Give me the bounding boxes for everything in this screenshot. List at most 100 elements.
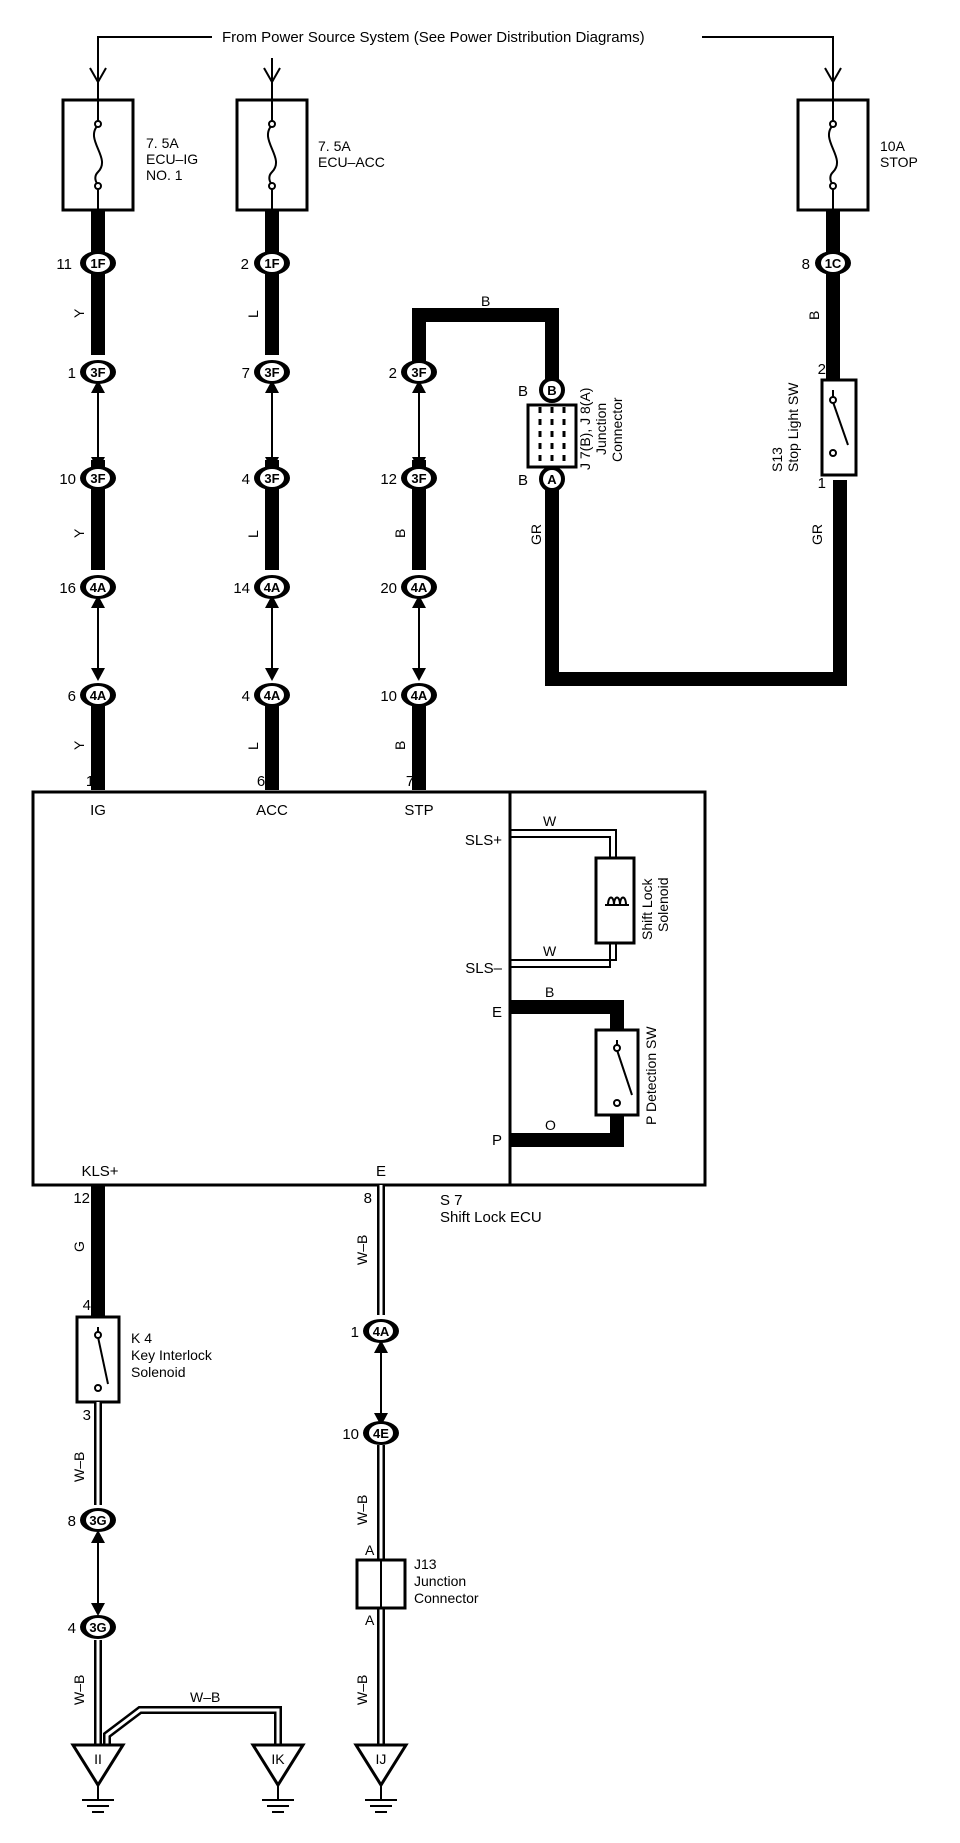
wire-wb-ground-middle: 8 W–B W–B W–B xyxy=(354,1185,388,1745)
stop-light-switch: 2 1 S13 Stop Light SW xyxy=(769,361,858,492)
wire-kls: 12 G xyxy=(71,1185,105,1317)
svg-text:4: 4 xyxy=(242,471,250,488)
connector-4a-ig: 4A 16 xyxy=(59,575,116,599)
svg-text:4: 4 xyxy=(68,1620,76,1637)
svg-text:IK: IK xyxy=(271,1751,285,1767)
connector-4a-stp: 4A 20 xyxy=(380,575,437,599)
connector-arrows xyxy=(91,380,426,681)
svg-text:W–B: W–B xyxy=(71,1452,87,1482)
svg-text:Solenoid: Solenoid xyxy=(655,878,671,933)
connector-1f-acc: 1F 2 xyxy=(241,251,290,275)
svg-text:Junction: Junction xyxy=(414,1573,466,1589)
svg-text:8: 8 xyxy=(364,1190,372,1207)
connector-4a-e: 4A 1 xyxy=(351,1319,399,1343)
connector-3f-stp: 3F 2 xyxy=(389,360,437,384)
svg-text:II: II xyxy=(94,1751,102,1767)
ground-ij: IJ xyxy=(353,1743,409,1813)
svg-text:W: W xyxy=(543,813,557,829)
svg-text:4A: 4A xyxy=(264,688,281,703)
svg-text:4A: 4A xyxy=(90,580,107,595)
svg-text:B: B xyxy=(545,984,554,1000)
svg-text:2: 2 xyxy=(241,256,249,273)
junction-connector-j7-j8: B B A B J 7(B), J 8(A) Junction Connecto… xyxy=(518,377,625,492)
svg-text:1: 1 xyxy=(86,773,94,790)
connector-3f-acc: 3F 7 xyxy=(242,360,290,384)
svg-text:W–B: W–B xyxy=(71,1675,87,1705)
ecu-pin-e-right: E xyxy=(492,1004,502,1021)
svg-text:L: L xyxy=(245,530,261,538)
svg-text:IJ: IJ xyxy=(376,1751,387,1767)
connector-4a-acc-2: 4A 4 xyxy=(242,683,290,707)
svg-text:1F: 1F xyxy=(264,256,279,271)
svg-text:10: 10 xyxy=(59,471,76,488)
svg-text:W–B: W–B xyxy=(190,1689,220,1705)
fuse-name: ECU–ACC xyxy=(318,154,385,170)
connector-4a-ig-2: 4A 6 xyxy=(68,683,116,707)
svg-text:4A: 4A xyxy=(373,1324,390,1339)
svg-text:O: O xyxy=(545,1117,556,1133)
ecu-pin-ig: IG xyxy=(90,802,106,819)
power-source-label: From Power Source System (See Power Dist… xyxy=(222,29,645,46)
connector-3f-stp-2: 3F 12 xyxy=(380,466,437,490)
shift-lock-ecu: 1 6 7 IG ACC STP SLS+ SLS– E P KLS+ E S … xyxy=(31,773,707,1226)
fuse-name: ECU–IG xyxy=(146,151,198,167)
fuse-rating: 10A xyxy=(880,138,906,154)
svg-text:B: B xyxy=(518,472,528,489)
fuse-ecu-acc: 7. 5A ECU–ACC xyxy=(235,98,385,212)
svg-text:4A: 4A xyxy=(411,688,428,703)
connector-3g-1: 3G 8 xyxy=(68,1508,116,1532)
ecu-name: Shift Lock ECU xyxy=(440,1209,542,1226)
connector-3f-acc-2: 3F 4 xyxy=(242,466,290,490)
svg-text:3G: 3G xyxy=(89,1513,106,1528)
svg-text:G: G xyxy=(71,1241,87,1252)
svg-text:3F: 3F xyxy=(90,365,105,380)
svg-text:W: W xyxy=(543,943,557,959)
junction-connector-j13: A A J13 Junction Connector xyxy=(355,1542,479,1628)
svg-text:L: L xyxy=(245,742,261,750)
svg-text:P Detection SW: P Detection SW xyxy=(643,1026,659,1125)
ecu-id: S 7 xyxy=(440,1192,463,1209)
svg-text:S13: S13 xyxy=(769,447,785,472)
svg-text:Y: Y xyxy=(71,740,87,750)
svg-text:3: 3 xyxy=(83,1407,91,1424)
svg-text:16: 16 xyxy=(59,580,76,597)
connector-3f-ig-2: 3F 10 xyxy=(59,466,116,490)
svg-text:4A: 4A xyxy=(90,688,107,703)
ground-ik: IK xyxy=(250,1743,306,1813)
svg-text:14: 14 xyxy=(233,580,250,597)
ecu-pin-stp: STP xyxy=(404,802,433,819)
svg-text:W–B: W–B xyxy=(354,1235,370,1265)
connector-3g-2: 3G 4 xyxy=(68,1615,116,1639)
svg-text:12: 12 xyxy=(73,1190,90,1207)
fuse-rating: 7. 5A xyxy=(146,135,179,151)
svg-text:6: 6 xyxy=(257,773,265,790)
ecu-pin-acc: ACC xyxy=(256,802,288,819)
ecu-pin-sls-plus: SLS+ xyxy=(465,832,502,849)
svg-text:7: 7 xyxy=(242,365,250,382)
svg-text:B: B xyxy=(547,383,556,398)
svg-text:1F: 1F xyxy=(90,256,105,271)
svg-text:3F: 3F xyxy=(264,471,279,486)
svg-text:Junction: Junction xyxy=(593,403,609,455)
svg-text:2: 2 xyxy=(389,365,397,382)
svg-text:1: 1 xyxy=(818,475,826,492)
svg-text:8: 8 xyxy=(802,256,810,273)
svg-text:B: B xyxy=(806,311,822,320)
svg-text:10: 10 xyxy=(342,1426,359,1443)
svg-text:12: 12 xyxy=(380,471,397,488)
svg-text:Key Interlock: Key Interlock xyxy=(131,1347,213,1363)
svg-text:11: 11 xyxy=(56,256,72,273)
svg-text:GR: GR xyxy=(809,524,825,545)
fuse-name: STOP xyxy=(880,154,918,170)
svg-text:3F: 3F xyxy=(411,471,426,486)
svg-text:20: 20 xyxy=(380,580,397,597)
svg-text:1: 1 xyxy=(68,365,76,382)
svg-text:Solenoid: Solenoid xyxy=(131,1364,186,1380)
svg-text:7: 7 xyxy=(406,773,414,790)
key-interlock-solenoid: 4 3 K 4 Key Interlock Solenoid xyxy=(75,1297,213,1424)
svg-text:3F: 3F xyxy=(264,365,279,380)
svg-text:L: L xyxy=(245,310,261,318)
ecu-pin-p: P xyxy=(492,1132,502,1149)
connector-4a-acc: 4A 14 xyxy=(233,575,290,599)
fuse-name-2: NO. 1 xyxy=(146,167,183,183)
